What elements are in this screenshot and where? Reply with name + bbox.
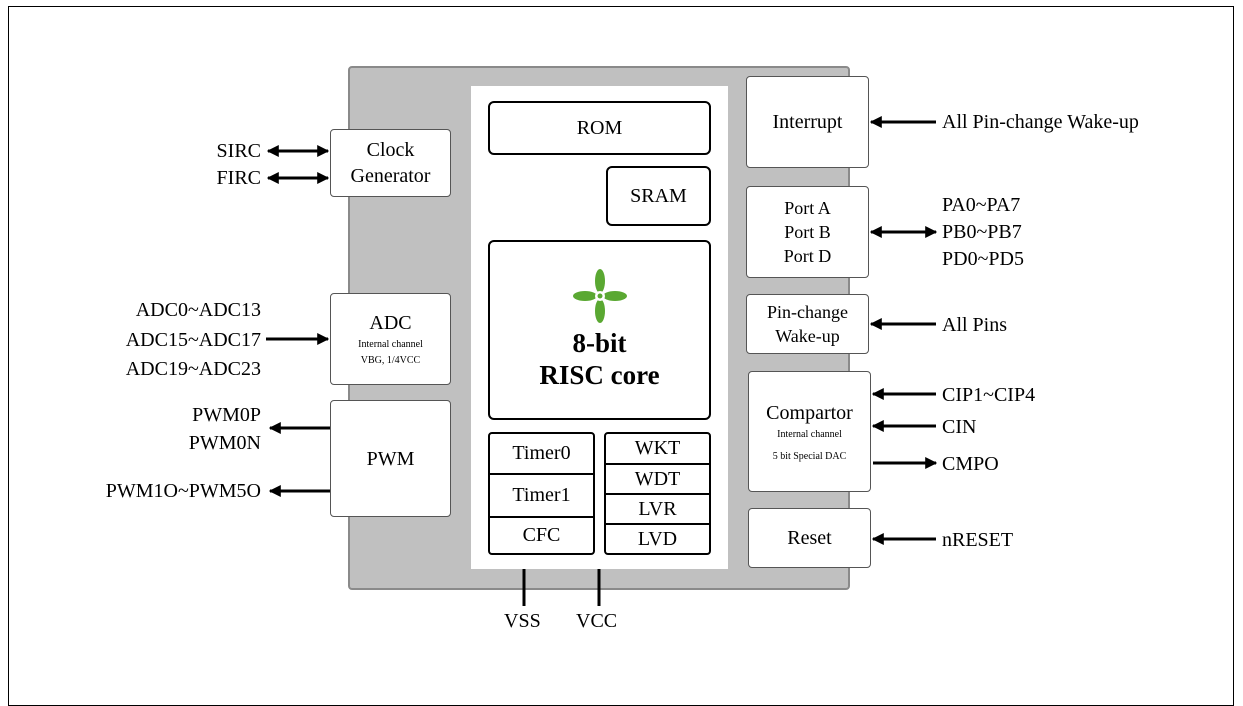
pinchange-line2: Wake-up bbox=[775, 326, 840, 346]
pin-change-block: Pin-change Wake-up bbox=[746, 294, 869, 354]
timer0-label: Timer0 bbox=[512, 442, 571, 464]
reset-block: Reset bbox=[748, 508, 871, 568]
pwm0p-label: PWM0P bbox=[192, 404, 261, 426]
clock-label-line1: Clock bbox=[366, 139, 415, 161]
comparator-title: Compartor bbox=[766, 401, 853, 424]
nreset-label: nRESET bbox=[942, 529, 1014, 551]
cpu-core-block: 8-bit RISC core bbox=[488, 240, 711, 420]
cin-label: CIN bbox=[942, 416, 977, 438]
adc-signal-2: ADC15~ADC17 bbox=[125, 329, 261, 351]
vss-label: VSS bbox=[504, 610, 541, 632]
wkt-cell: WKT bbox=[606, 434, 709, 465]
adc-sub1: Internal channel bbox=[358, 339, 423, 350]
port-a-label: Port A bbox=[784, 197, 831, 218]
adc-signal-3: ADC19~ADC23 bbox=[125, 358, 261, 380]
interrupt-signal: All Pin-change Wake-up bbox=[942, 111, 1139, 133]
wkt-label: WKT bbox=[634, 437, 681, 459]
port-b-label: Port B bbox=[784, 221, 831, 242]
pwm-block: PWM bbox=[330, 400, 451, 517]
cmpo-label: CMPO bbox=[942, 453, 999, 475]
pwm1o-label: PWM1O~PWM5O bbox=[105, 480, 261, 502]
adc-title: ADC bbox=[369, 312, 412, 334]
adc-sub2: VBG, 1/4VCC bbox=[360, 355, 421, 366]
wdt-cell: WDT bbox=[606, 465, 709, 495]
sram-label: SRAM bbox=[630, 185, 687, 207]
timer1-label: Timer1 bbox=[512, 484, 571, 506]
interrupt-block: Interrupt bbox=[746, 76, 869, 168]
comparator-sub2: 5 bit Special DAC bbox=[772, 450, 847, 462]
core-title-line2: RISC core bbox=[539, 360, 660, 390]
sirc-label: SIRC bbox=[216, 140, 261, 162]
watchdog-group: WKT WDT LVR LVD bbox=[604, 432, 711, 555]
lvd-label: LVD bbox=[637, 527, 678, 550]
firc-label: FIRC bbox=[216, 167, 261, 189]
pwm0n-label: PWM0N bbox=[188, 432, 261, 454]
pd-label: PD0~PD5 bbox=[942, 248, 1024, 270]
pa-label: PA0~PA7 bbox=[942, 194, 1021, 216]
rom-block: ROM bbox=[488, 101, 711, 155]
sram-block: SRAM bbox=[606, 166, 711, 226]
logo-icon bbox=[572, 268, 627, 323]
all-pins-label: All Pins bbox=[942, 314, 1008, 336]
comparator-sub1: Internal channel bbox=[777, 428, 842, 440]
ports-block: Port A Port B Port D bbox=[746, 186, 869, 278]
port-d-label: Port D bbox=[783, 246, 832, 267]
pinchange-line1: Pin-change bbox=[767, 301, 848, 322]
cfc-cell: CFC bbox=[490, 518, 593, 553]
rom-label: ROM bbox=[576, 117, 623, 139]
adc-signal-1: ADC0~ADC13 bbox=[135, 299, 261, 321]
adc-block: ADC Internal channel VBG, 1/4VCC bbox=[330, 293, 451, 385]
core-title-line1: 8-bit bbox=[572, 327, 627, 358]
cfc-label: CFC bbox=[522, 524, 561, 546]
timer1-cell: Timer1 bbox=[490, 475, 593, 518]
lvd-cell: LVD bbox=[606, 525, 709, 553]
pwm-title: PWM bbox=[366, 447, 415, 470]
clock-label-line2: Generator bbox=[350, 165, 431, 187]
comparator-block: Compartor Internal channel 5 bit Special… bbox=[748, 371, 871, 492]
reset-title: Reset bbox=[787, 527, 832, 549]
pb-label: PB0~PB7 bbox=[942, 221, 1022, 243]
cip-label: CIP1~CIP4 bbox=[942, 384, 1036, 406]
vcc-label: VCC bbox=[576, 610, 618, 632]
lvr-label: LVR bbox=[638, 497, 677, 520]
timer-group: Timer0 Timer1 CFC bbox=[488, 432, 595, 555]
interrupt-title: Interrupt bbox=[772, 111, 843, 133]
lvr-cell: LVR bbox=[606, 495, 709, 525]
wdt-label: WDT bbox=[634, 467, 681, 490]
clock-generator-block: Clock Generator bbox=[330, 129, 451, 197]
timer0-cell: Timer0 bbox=[490, 434, 593, 475]
